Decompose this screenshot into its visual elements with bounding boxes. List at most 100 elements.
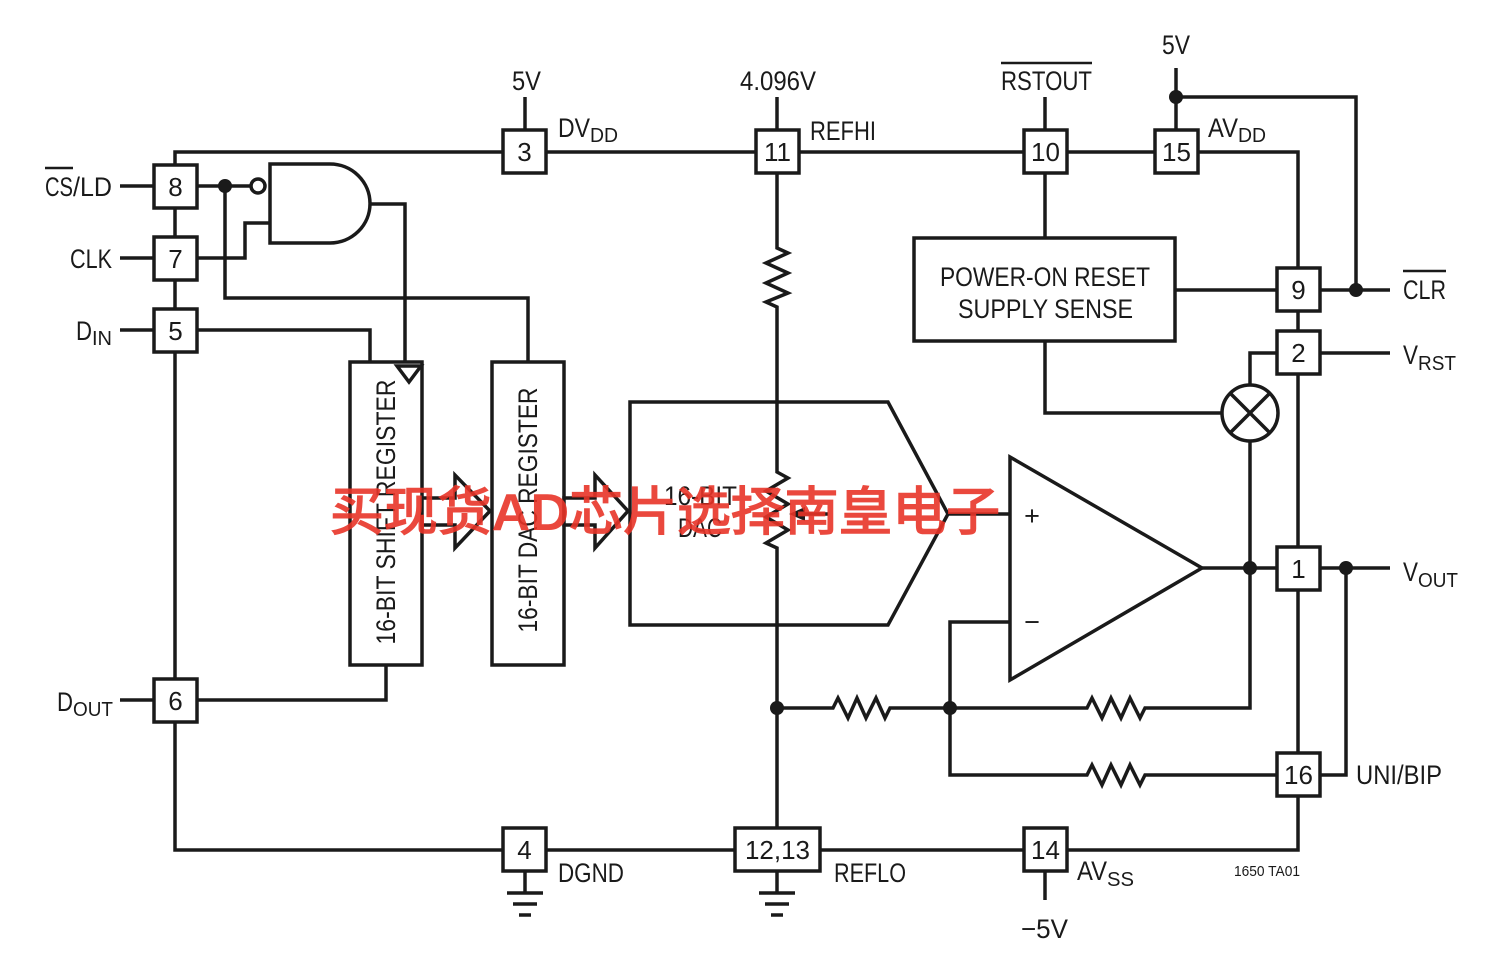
pin-number: 3 [517,137,531,167]
watermark: 买现货AD芯片选择南皇电子 [330,484,1000,542]
pin-number: 12,13 [745,835,810,865]
pin-4: 4 [501,826,548,873]
uni-bip-label: UNI/BIP [1356,760,1442,790]
junction-dot [1243,561,1257,575]
pin-box [152,677,199,724]
pin-box [1275,751,1322,798]
pin-3: 3 [501,128,548,175]
pin-box [152,235,199,282]
ground-symbol-dgnd [507,891,543,917]
dac-label-line2: DAC [678,513,722,543]
pin-box [1153,128,1200,175]
dvdd-label: DV [558,113,590,143]
junction-dot [218,179,232,193]
junction-dot [943,701,957,715]
ld-label: /LD [73,172,112,202]
multiplier-switch [1220,383,1280,443]
pin-8: 8 [152,163,199,210]
pin-6: 6 [152,677,199,724]
dout-subscript: OUT [73,699,113,721]
din-to-shift-register-wire [197,328,372,362]
ground-symbol-reflo [759,891,795,917]
pin-number: 7 [168,244,182,274]
clk-to-gate-wire [197,221,270,260]
junction-dot [770,701,784,715]
pin-2: 2 [1275,329,1322,376]
dac-block [628,400,950,627]
dvdd-subscript: DD [590,125,618,147]
pin-10: 10 [1022,128,1069,175]
rstout-label: RSTOUT [1001,66,1092,96]
data-transfer-arrow [562,470,631,553]
reflo-label: REFLO [834,858,906,888]
pin-number: 10 [1031,137,1060,167]
pin-15: 15 [1153,128,1200,175]
avdd-label: AV [1208,113,1238,143]
vrst-label: V [1403,340,1418,370]
pin-5: 5 [152,307,199,354]
pin-box [501,826,548,873]
pin-number: 9 [1291,275,1305,305]
dgnd-label: DGND [558,858,624,888]
por-label-line2: SUPPLY SENSE [958,294,1133,324]
refhi-voltage-label: 4.096V [740,66,816,96]
data-transfer-arrow [420,470,493,553]
por-to-multiplier-wire [1043,341,1222,415]
junction-dot [1349,283,1363,297]
pin-11: 11 [754,128,801,175]
clk-label: CLK [70,244,112,274]
pin-number: 15 [1162,137,1191,167]
pin-number: 5 [168,316,182,346]
pin-box [152,307,199,354]
inverter-bubble [249,177,267,195]
labels: 5V 4.096V RSTOUT 5V DV DD REFHI AV DD CS… [45,30,1458,944]
vrst-to-multiplier-wire [1248,351,1277,385]
dac-wiper-arrow [789,507,805,521]
clr-label: CLR [1403,275,1446,305]
pin-9: 9 [1275,266,1322,313]
minus-input-network [948,620,1277,790]
pin-7: 7 [152,235,199,282]
pin-box [1022,826,1069,873]
junction-dots [218,90,1363,715]
pin-box [152,163,199,210]
avdd-subscript: DD [1238,125,1266,147]
pin-14: 14 [1022,826,1069,873]
vout-to-uni-bip-wire [1320,568,1348,777]
cs-label: CS [45,172,73,202]
dac-register-block [490,360,566,667]
avss-voltage-label: −5V [1021,914,1068,944]
opamp-plus-input: + [1024,501,1040,531]
pin-box [733,826,822,873]
pin-number: 8 [168,172,182,202]
dvdd-voltage-label: 5V [512,66,541,96]
dout-label: D [57,687,73,717]
pin-box [1275,329,1322,376]
pins: 8 7 5 6 3 11 10 15 9 2 1 16 4 12,13 14 [152,128,1322,873]
vout-subscript: OUT [1418,570,1458,592]
reference-resistor-string [761,173,793,828]
pin-number: 11 [764,137,791,167]
junction-dot [1339,561,1353,575]
multiplier-cross [1228,391,1272,435]
pin-box [501,128,548,175]
and-gate [268,162,372,245]
vout-label: V [1403,557,1418,587]
gate-to-shift-register-wire [370,202,407,362]
pin-number: 6 [168,686,182,716]
pin-box [754,128,801,175]
junction-dot [1169,90,1183,104]
din-label: D [76,316,92,346]
shift-register-to-dout-wire [197,665,388,702]
shift-register-block [348,360,424,667]
pin-number: 16 [1284,760,1313,790]
pin-number: 4 [517,835,531,865]
din-subscript: IN [92,328,112,350]
opamp-minus-input: − [1024,607,1040,637]
pin-box [1022,128,1069,175]
pin-number: 1 [1291,554,1305,584]
por-label-line1: POWER-ON RESET [940,262,1150,292]
power-on-reset-block [912,236,1177,343]
avss-label: AV [1077,856,1107,886]
